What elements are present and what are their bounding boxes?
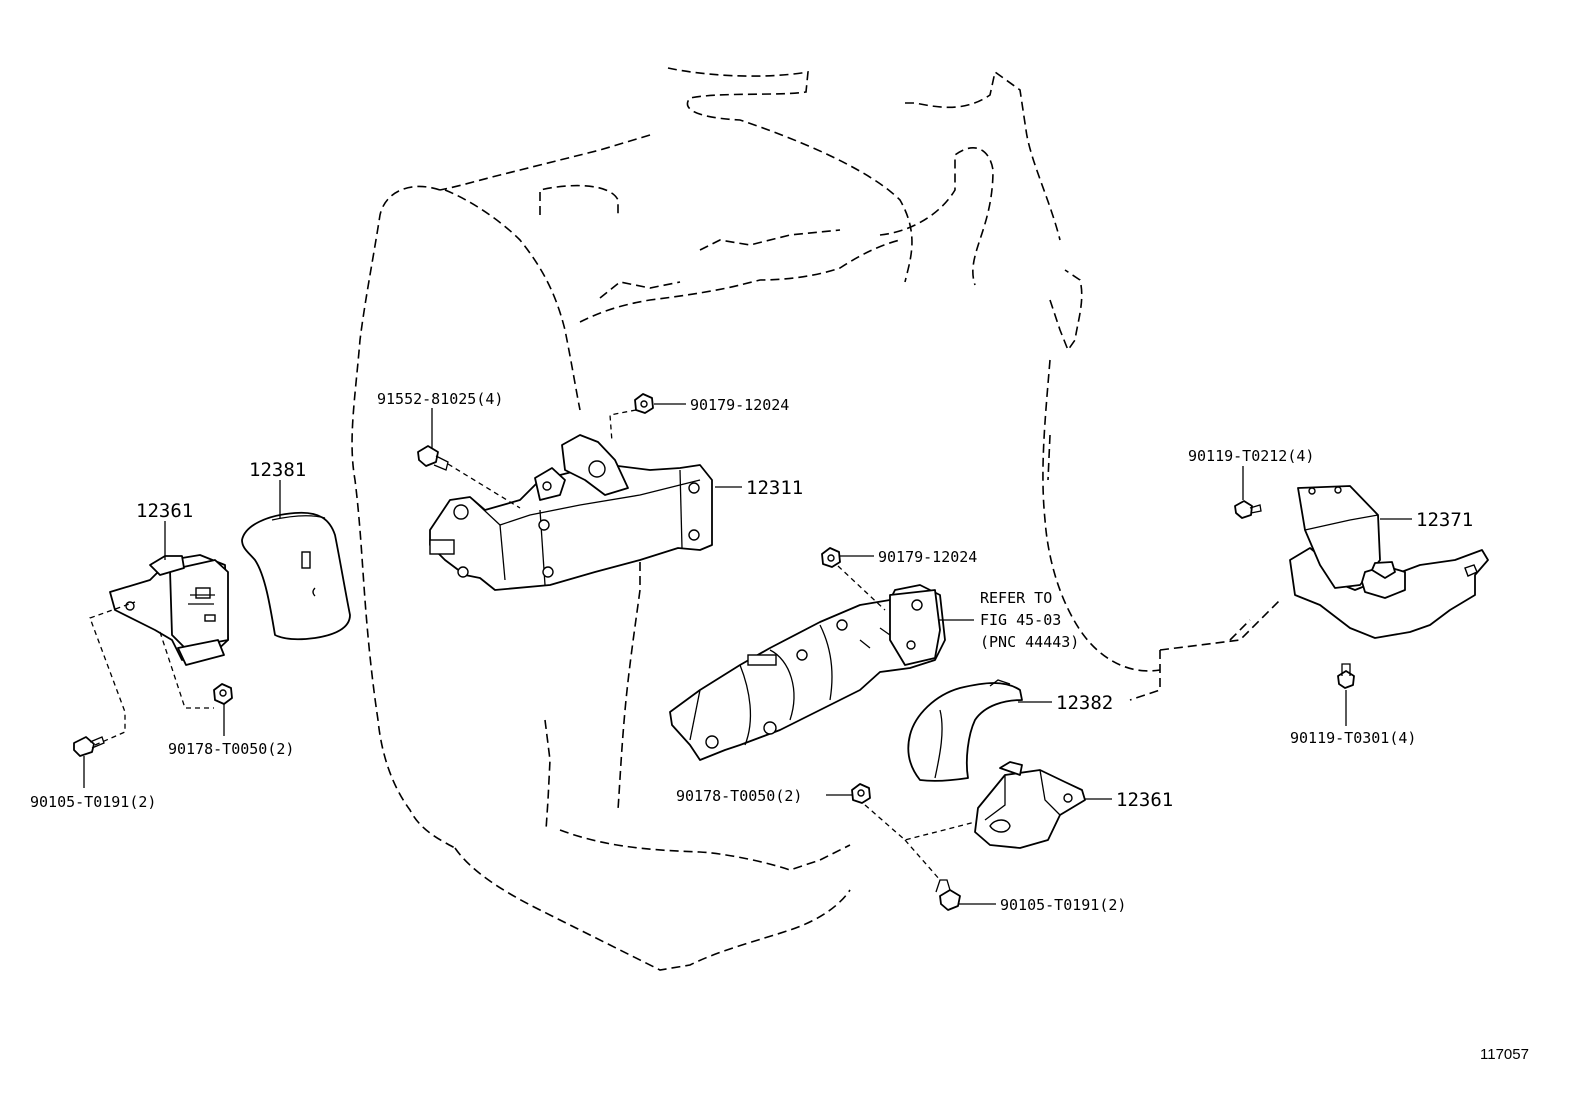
label-12381[interactable]: 12381 <box>249 459 306 481</box>
label-12361-left[interactable]: 12361 <box>136 500 193 522</box>
figure-number: 117057 <box>1480 1046 1529 1063</box>
leader-lines <box>83 403 1412 905</box>
label-90179-12024-mid[interactable]: 90179-12024 <box>878 548 977 566</box>
mount-12371[interactable] <box>1289 485 1489 639</box>
label-refer-pnc[interactable]: (PNC 44443) <box>980 633 1079 651</box>
bolt-91552[interactable] <box>417 445 449 471</box>
label-90105-T0191-right[interactable]: 90105-T0191(2) <box>1000 896 1126 914</box>
mount-insulator-left[interactable] <box>109 554 229 666</box>
label-refer-to[interactable]: REFER TO <box>980 589 1052 607</box>
bracket-12311[interactable] <box>429 434 713 591</box>
mount-insulator-right[interactable] <box>974 761 1086 849</box>
label-90178-T0050-right[interactable]: 90178-T0050(2) <box>676 787 802 805</box>
label-12311[interactable]: 12311 <box>746 477 803 499</box>
label-12361-right[interactable]: 12361 <box>1116 789 1173 811</box>
label-90119-T0301[interactable]: 90119-T0301(4) <box>1290 729 1416 747</box>
stopper-12382[interactable] <box>907 679 1023 782</box>
nut-90178-left[interactable] <box>213 683 233 705</box>
label-90119-T0212[interactable]: 90119-T0212(4) <box>1188 447 1314 465</box>
stopper-12381[interactable] <box>241 511 351 641</box>
label-91552-81025[interactable]: 91552-81025(4) <box>377 390 503 408</box>
label-90178-T0050-left[interactable]: 90178-T0050(2) <box>168 740 294 758</box>
bolt-90119-top[interactable] <box>1234 500 1262 519</box>
bolt-90119-bottom[interactable] <box>1337 663 1355 689</box>
bracket-fig-45-03[interactable] <box>669 584 946 761</box>
label-12371[interactable]: 12371 <box>1416 509 1473 531</box>
bolt-90105-right[interactable] <box>935 879 961 911</box>
nut-90178-right[interactable] <box>851 783 871 804</box>
nut-90179-mid[interactable] <box>821 547 841 568</box>
label-90179-12024-top[interactable]: 90179-12024 <box>690 396 789 414</box>
label-12382[interactable]: 12382 <box>1056 692 1113 714</box>
nut-90179-top[interactable] <box>634 393 654 414</box>
engine-outline <box>351 67 1281 971</box>
label-90105-T0191-left[interactable]: 90105-T0191(2) <box>30 793 156 811</box>
bolt-90105-left[interactable] <box>73 736 105 757</box>
label-refer-fig[interactable]: FIG 45-03 <box>980 611 1061 629</box>
part-labels: 91552-81025(4) 90179-12024 12311 12381 1… <box>30 390 1473 914</box>
